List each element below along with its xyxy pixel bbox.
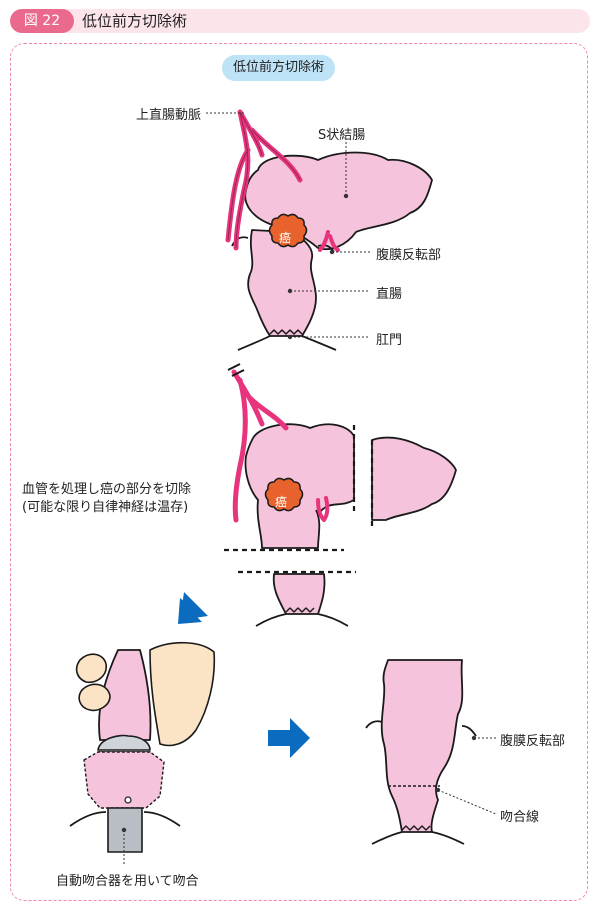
anastomosis-leader [438, 790, 496, 814]
label-stapler: 自動吻合器を用いて吻合 [56, 870, 199, 889]
label-sigmoid: S状結腸 [318, 124, 365, 143]
label-cancer-1: 癌 [279, 229, 291, 246]
stapler-sleeve [84, 752, 164, 808]
label-rectum: 直腸 [376, 283, 402, 302]
rectal-stump [274, 574, 325, 614]
panel-after [366, 660, 496, 844]
proximal-colon [372, 438, 456, 520]
label-cancer-2: 癌 [275, 493, 287, 510]
perineum [238, 336, 336, 350]
label-reflection-2: 腹膜反転部 [500, 730, 565, 749]
panel-resection [224, 364, 456, 626]
panel-before [206, 112, 432, 350]
anastomosed-bowel [382, 660, 463, 832]
label-artery: 上直腸動脈 [136, 104, 201, 123]
label-step2-line2: (可能な限り自律神経は温存) [22, 496, 188, 515]
label-step2-line1: 血管を処理し癌の部分を切除 [22, 478, 191, 497]
right-arrow [268, 718, 310, 758]
label-reflection: 腹膜反転部 [376, 244, 441, 263]
panel-stapler [70, 643, 214, 866]
label-anus: 肛門 [376, 329, 402, 348]
label-anastomosis: 吻合線 [500, 806, 539, 825]
